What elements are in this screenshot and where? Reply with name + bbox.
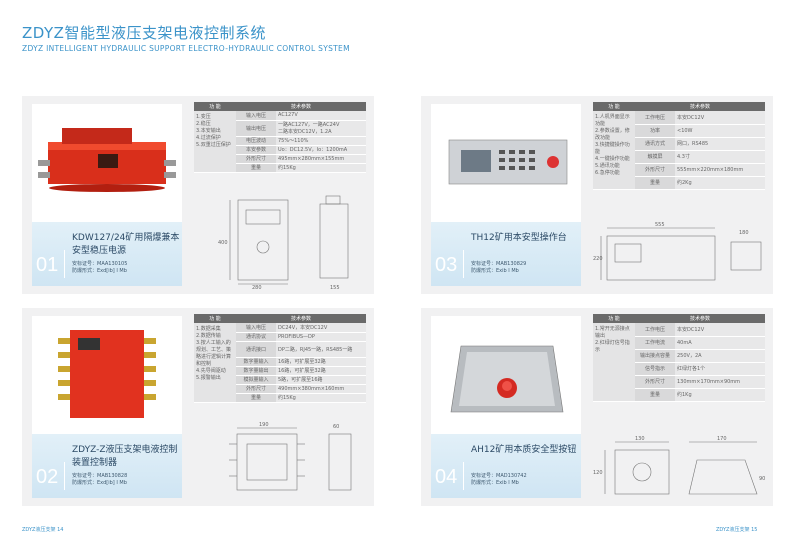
- technical-drawing: 555 220 180: [593, 222, 762, 281]
- svg-text:120: 120: [593, 470, 603, 476]
- controller-image: [58, 330, 156, 418]
- operation-console-image: [448, 139, 568, 185]
- svg-text:170: 170: [717, 436, 727, 442]
- svg-text:180: 180: [739, 230, 749, 236]
- footer-left: ZDYZ液压支架 14: [22, 527, 64, 533]
- page-subtitle: ZDYZ INTELLIGENT HYDRAULIC SUPPORT ELECT…: [22, 44, 350, 53]
- svg-text:130: 130: [635, 436, 645, 442]
- spec-table: 功 能技术参数 1.数据采集 2.数据传输 3.按人工输入的规划、工艺、策略进行…: [194, 314, 366, 403]
- card-number: 04: [435, 462, 465, 490]
- power-supply-image: [38, 128, 176, 192]
- svg-text:155: 155: [330, 285, 340, 290]
- card-number: 02: [36, 462, 66, 490]
- svg-text:220: 220: [593, 256, 603, 262]
- svg-text:280: 280: [252, 285, 262, 290]
- spec-table: 功 能技术参数 1.人机界面显示功能 2.参数设置，修改功能 3.快捷键操作功能…: [593, 102, 765, 190]
- card-number: 01: [36, 250, 66, 278]
- page-title: ZDYZ智能型液压支架电液控制系统: [22, 24, 266, 42]
- svg-text:400: 400: [218, 240, 228, 246]
- safety-button-image: [450, 345, 564, 413]
- svg-text:60: 60: [333, 424, 339, 430]
- svg-text:90: 90: [759, 476, 765, 482]
- product-name: TH12矿用本安型操作台: [471, 233, 567, 243]
- footer-right: ZDYZ液压支架 15: [716, 527, 758, 533]
- technical-drawing: 130 120 170 90: [593, 436, 765, 495]
- technical-drawing: 280 400 155: [218, 195, 349, 290]
- technical-drawing: 190 60: [229, 422, 352, 491]
- product-name: AH12矿用本质安全型按钮: [471, 445, 577, 455]
- product-name: KDW127/24矿用隔爆兼本安型稳压电源: [72, 233, 180, 256]
- product-name: ZDYZ-Z液压支架电液控制装置控制器: [72, 445, 178, 468]
- spec-table: 功 能技术参数 1.常开无源接点输出 2.红绿灯信号指示工作电压本安DC12V …: [593, 314, 765, 402]
- spec-table: 功 能技术参数 1.变压 2.稳压 3.本安输出 4.过流保护 5.双重过压保护…: [194, 102, 366, 173]
- card-number: 03: [435, 250, 465, 278]
- svg-text:190: 190: [259, 422, 269, 428]
- svg-text:555: 555: [655, 222, 665, 228]
